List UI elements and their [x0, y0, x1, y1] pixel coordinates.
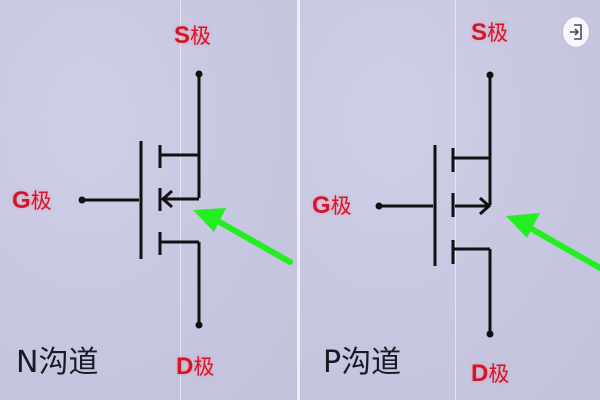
green-pointer-arrow	[193, 208, 293, 265]
gate-label: G极	[312, 194, 352, 218]
p-channel-mosfet-symbol	[375, 71, 494, 338]
gate-letter: G	[12, 187, 31, 214]
drain-suffix: 极	[488, 362, 510, 386]
drain-letter: D	[471, 360, 489, 387]
gate-label: G极	[12, 189, 52, 213]
p-channel-panel	[300, 0, 600, 400]
source-label: S极	[471, 21, 508, 45]
exit-icon	[570, 24, 582, 40]
gate-suffix: 极	[30, 189, 52, 213]
exit-button[interactable]	[563, 17, 589, 47]
gate-suffix: 极	[330, 194, 352, 218]
drain-terminal-dot	[195, 321, 203, 329]
panel-divider	[297, 0, 300, 400]
drain-label: D极	[471, 362, 509, 386]
guide-line	[455, 0, 456, 400]
source-suffix: 极	[487, 21, 509, 45]
drain-suffix: 极	[193, 355, 215, 379]
n-channel-label: N沟道	[16, 345, 99, 380]
n-channel-mosfet-symbol	[78, 70, 203, 329]
p-channel-label: P沟道	[323, 345, 402, 380]
green-pointer-arrow	[506, 213, 600, 271]
source-label: S极	[174, 24, 211, 48]
source-suffix: 极	[190, 24, 212, 48]
source-letter: S	[174, 22, 191, 49]
gate-letter: G	[312, 192, 331, 219]
source-letter: S	[471, 19, 488, 46]
drain-label: D极	[176, 355, 214, 379]
drain-letter: D	[176, 353, 194, 380]
n-channel-panel	[0, 0, 297, 400]
